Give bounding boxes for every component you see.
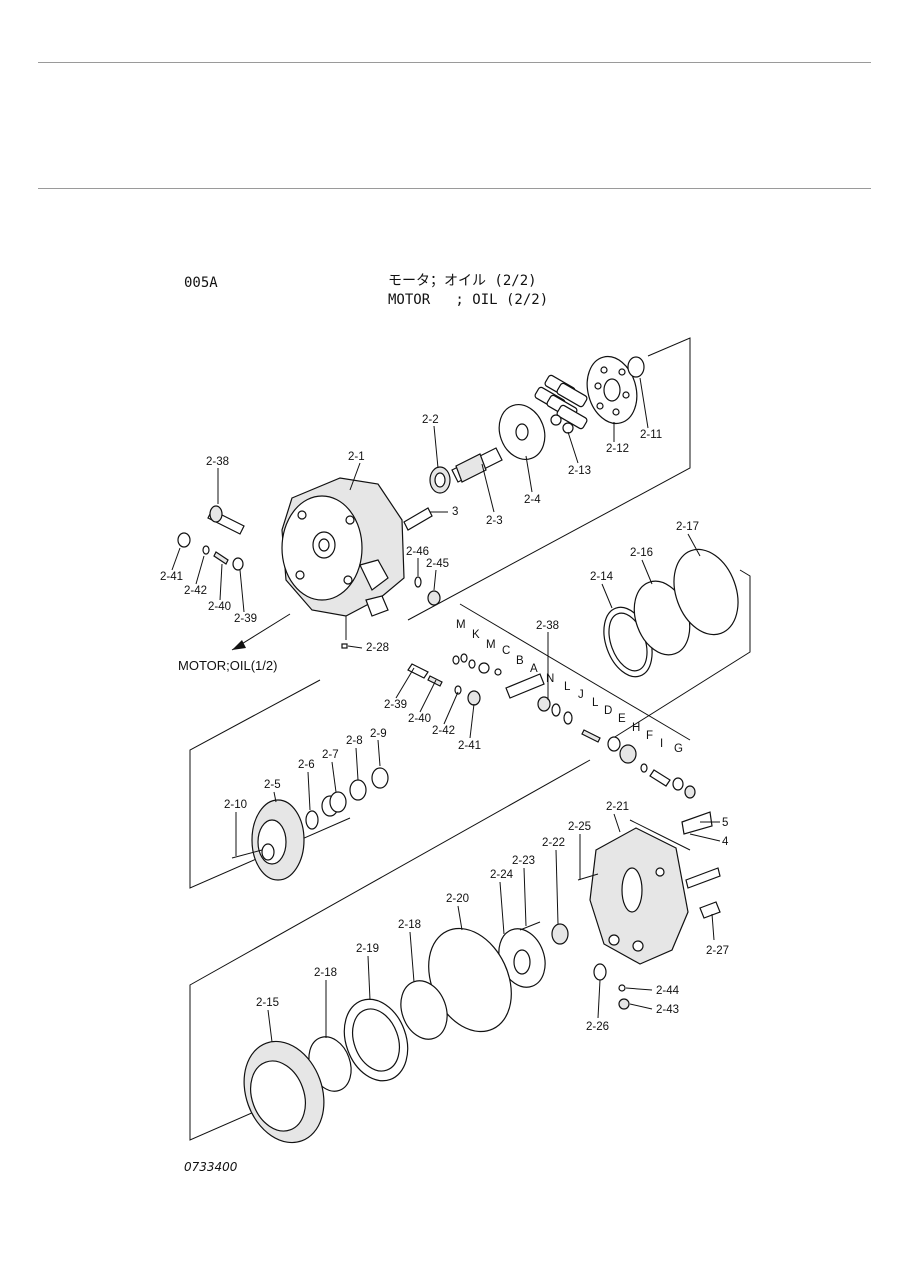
- label-2-42-mid: 2-42: [432, 725, 455, 737]
- label-2-18-upper: 2-18: [398, 919, 421, 931]
- label-2-40: 2-40: [208, 601, 231, 613]
- label-2-25: 2-25: [568, 821, 591, 833]
- label-2-24: 2-24: [490, 869, 514, 881]
- label-2-10: 2-10: [224, 799, 247, 811]
- label-c: C: [502, 645, 510, 657]
- label-2-13: 2-13: [568, 465, 591, 477]
- label-2-19: 2-19: [356, 943, 379, 955]
- label-3: 3: [452, 506, 458, 518]
- label-2-26: 2-26: [586, 1021, 609, 1033]
- label-2-38-left: 2-38: [206, 456, 229, 468]
- label-2-23: 2-23: [512, 855, 535, 867]
- label-2-14: 2-14: [590, 571, 614, 583]
- label-2-16: 2-16: [630, 547, 653, 559]
- label-2-11: 2-11: [640, 429, 662, 441]
- label-2-8: 2-8: [346, 735, 363, 747]
- reference-arrow-head: [232, 640, 246, 650]
- label-4: 4: [722, 836, 729, 848]
- part-labels: 2-1 2-2 2-3 2-4 2-11 2-12 2-13 2-38 3 2-…: [160, 414, 729, 1033]
- label-2-43: 2-43: [656, 1004, 679, 1016]
- label-2-45: 2-45: [426, 558, 449, 570]
- label-2-22: 2-22: [542, 837, 565, 849]
- label-e: E: [618, 713, 626, 725]
- page-code: 005A: [184, 275, 218, 291]
- label-d: D: [604, 705, 612, 717]
- drum-housing: [243, 1040, 325, 1144]
- label-2-1: 2-1: [348, 451, 365, 463]
- label-m-1: M: [456, 619, 466, 631]
- label-2-28: 2-28: [366, 642, 389, 654]
- label-2-38-mid: 2-38: [536, 620, 559, 632]
- label-f: F: [646, 730, 653, 742]
- top-rule: [38, 62, 871, 63]
- label-2-12: 2-12: [606, 443, 629, 455]
- label-2-6: 2-6: [298, 759, 315, 771]
- label-b: B: [516, 655, 524, 667]
- label-g: G: [674, 743, 683, 755]
- label-l-2: L: [592, 697, 599, 709]
- piston-set: [534, 374, 588, 434]
- label-2-5: 2-5: [264, 779, 281, 791]
- label-a: A: [530, 663, 538, 675]
- label-2-44: 2-44: [656, 985, 680, 997]
- motor-housing: [281, 477, 405, 640]
- label-j: J: [578, 689, 584, 701]
- label-i: I: [660, 738, 663, 750]
- valve-assembly: [407, 653, 696, 799]
- housing-small-parts: [177, 505, 441, 649]
- label-2-4: 2-4: [524, 494, 541, 506]
- label-2-42: 2-42: [184, 585, 207, 597]
- label-k: K: [472, 629, 480, 641]
- label-2-3: 2-3: [486, 515, 503, 527]
- drive-shaft: [451, 447, 503, 483]
- label-2-2: 2-2: [422, 414, 439, 426]
- label-2-7: 2-7: [322, 749, 339, 761]
- reference-label: MOTOR;OIL(1/2): [178, 658, 277, 673]
- label-2-40-mid: 2-40: [408, 713, 431, 725]
- label-2-39-mid: 2-39: [384, 699, 407, 711]
- bearing: [429, 466, 451, 494]
- label-5: 5: [722, 817, 728, 829]
- title-english: MOTOR ; OIL (2/2): [388, 292, 549, 308]
- label-2-41: 2-41: [160, 571, 183, 583]
- retainer-plate: [586, 355, 638, 425]
- label-n: N: [546, 673, 554, 685]
- spherical-bushing: [627, 356, 645, 378]
- drawing-number: 0733400: [184, 1160, 238, 1174]
- label-2-39: 2-39: [234, 613, 257, 625]
- label-2-21: 2-21: [606, 801, 629, 813]
- label-2-9: 2-9: [370, 728, 387, 740]
- label-2-15: 2-15: [256, 997, 279, 1009]
- label-2-18-lower: 2-18: [314, 967, 337, 979]
- swash-plate: [498, 404, 546, 460]
- valve-plate-set: [308, 873, 630, 1092]
- label-l-1: L: [564, 681, 571, 693]
- label-m-2: M: [486, 639, 496, 651]
- motor-cover: [589, 811, 721, 965]
- label-2-20: 2-20: [446, 893, 469, 905]
- label-2-46: 2-46: [406, 546, 429, 558]
- label-h: H: [632, 722, 640, 734]
- label-2-17: 2-17: [676, 521, 699, 533]
- leader-lines: [171, 377, 721, 1043]
- title-japanese: モータ；オイル (2/2): [388, 273, 537, 289]
- second-rule: [38, 188, 871, 189]
- label-2-27: 2-27: [706, 945, 729, 957]
- gear-and-springs: [231, 767, 389, 881]
- label-2-41-mid: 2-41: [458, 740, 481, 752]
- ring-set-upper: [603, 548, 739, 678]
